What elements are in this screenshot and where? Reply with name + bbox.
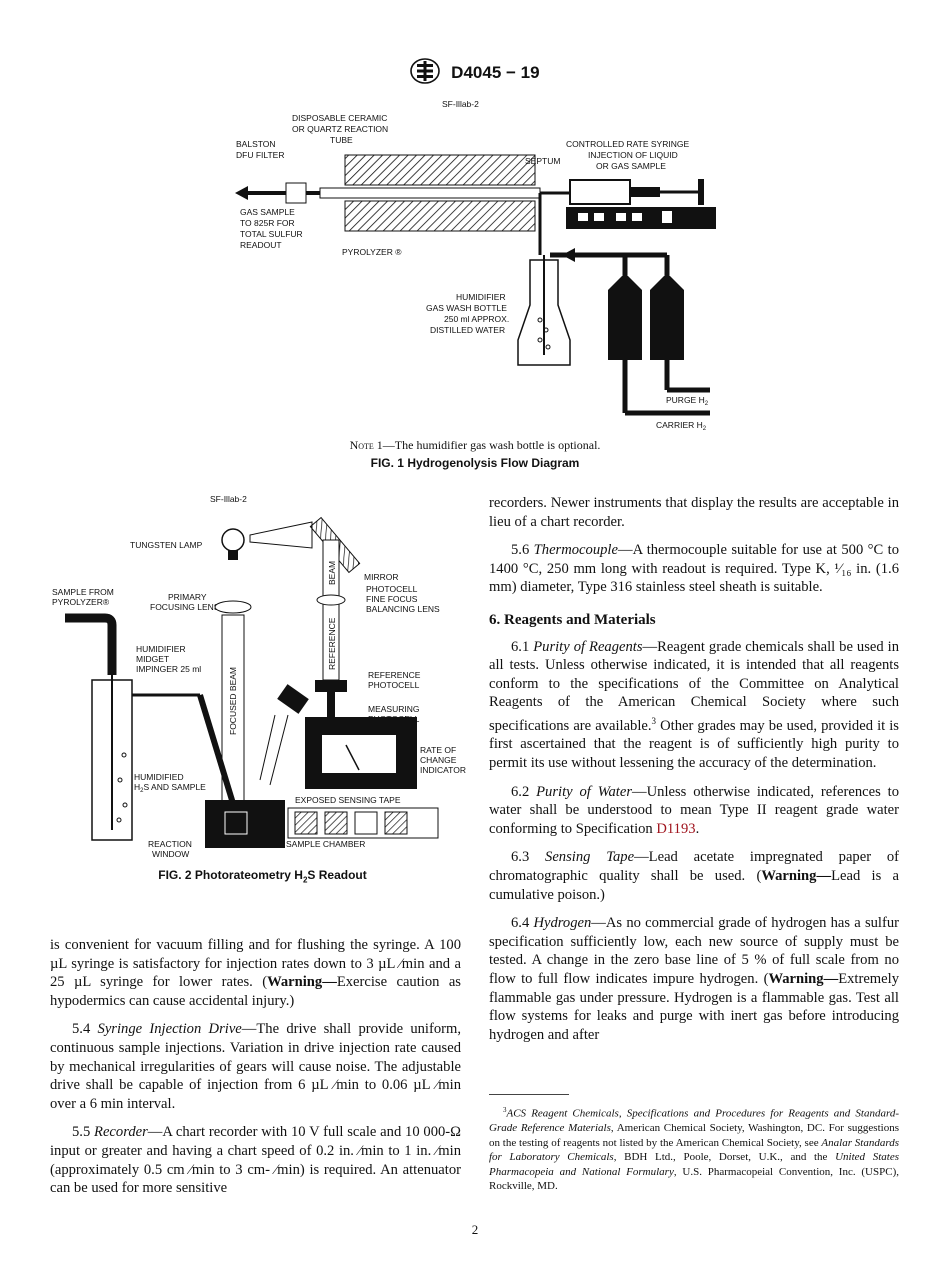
svg-text:OR GAS SAMPLE: OR GAS SAMPLE (596, 161, 666, 171)
footnote-rule (489, 1094, 569, 1095)
svg-text:INJECTION OF LIQUID: INJECTION OF LIQUID (588, 150, 678, 160)
svg-text:WINDOW: WINDOW (152, 849, 189, 859)
svg-text:TUNGSTEN LAMP: TUNGSTEN LAMP (130, 540, 203, 550)
paragraph-5-3-cont: is convenient for vacuum filling and for… (50, 937, 461, 1009)
svg-text:SEPTUM: SEPTUM (525, 156, 560, 166)
figure-2-diagram: SF-Illab-2 TUNGSTEN LAMP MIRROR PHOTOCEL… (52, 494, 466, 859)
tungsten-lamp-icon (221, 528, 245, 560)
svg-text:PHOTOCELL: PHOTOCELL (366, 584, 418, 594)
gas-wash-bottle (517, 255, 571, 366)
svg-text:REFERENCE: REFERENCE (368, 670, 421, 680)
svg-text:OR QUARTZ REACTION: OR QUARTZ REACTION (292, 124, 388, 134)
svg-text:HUMIDIFIED: HUMIDIFIED (134, 772, 184, 782)
svg-text:HUMIDIFIER: HUMIDIFIER (456, 292, 506, 302)
figure-1-caption: FIG. 1 Hydrogenolysis Flow Diagram (370, 456, 580, 470)
svg-text:SF-Illab-2: SF-Illab-2 (210, 494, 247, 504)
pyrolyzer-furnace (344, 154, 536, 232)
svg-text:GAS WASH BOTTLE: GAS WASH BOTTLE (426, 303, 507, 313)
svg-text:RATE OF: RATE OF (420, 745, 456, 755)
fig1-id-label: SF-Illab-2 (442, 99, 479, 109)
svg-text:REFERENCE: REFERENCE (327, 617, 337, 670)
figure-1-diagram: SF-Illab-2 DISPOSABLE CERAMIC OR QUARTZ … (235, 99, 716, 432)
svg-text:CONTROLLED RATE SYRINGE: CONTROLLED RATE SYRINGE (566, 139, 689, 149)
paragraph-6-3: 6.3 Sensing Tape—Lead acetate impregnate… (489, 849, 899, 903)
svg-text:FINE FOCUS: FINE FOCUS (366, 594, 418, 604)
svg-text:BALSTON: BALSTON (236, 139, 276, 149)
svg-text:PYROLYZER®: PYROLYZER® (52, 597, 110, 607)
svg-text:EXPOSED SENSING TAPE: EXPOSED SENSING TAPE (295, 795, 401, 805)
figure-2-caption: FIG. 2 Photorateometry H2S Readout (158, 868, 367, 885)
left-column: is convenient for vacuum filling and for… (50, 936, 461, 1208)
svg-text:PYROLYZER ®: PYROLYZER ® (342, 247, 402, 257)
svg-text:PRIMARY: PRIMARY (168, 592, 207, 602)
rate-of-change-indicator (305, 717, 417, 789)
paragraph-5-5: 5.5 Recorder—A chart recorder with 10 V … (50, 1124, 462, 1197)
svg-text:DISTILLED WATER: DISTILLED WATER (430, 325, 505, 335)
svg-text:DFU FILTER: DFU FILTER (236, 150, 284, 160)
svg-text:TOTAL SULFUR: TOTAL SULFUR (240, 229, 303, 239)
svg-text:CARRIER H2: CARRIER H2 (656, 420, 707, 432)
d1193-link[interactable]: D1193 (656, 820, 696, 837)
document-code: D4045 − 19 (451, 62, 540, 82)
svg-text:H2S AND SAMPLE: H2S AND SAMPLE (134, 782, 206, 794)
page-header: D4045 − 19 (0, 58, 950, 89)
svg-text:MEASURING: MEASURING (368, 704, 419, 714)
page-number: 2 (471, 1222, 479, 1237)
section-6-heading: 6. Reagents and Materials (489, 611, 656, 628)
svg-text:PHOTOCELL: PHOTOCELL (368, 680, 420, 690)
svg-text:250 ml APPROX.: 250 ml APPROX. (444, 314, 509, 324)
gas-purifiers (608, 252, 710, 416)
figure-1-note: Note 1—The humidifier gas wash bottle is… (349, 438, 601, 452)
svg-text:TO 825R FOR: TO 825R FOR (240, 218, 295, 228)
astm-logo-icon (410, 58, 441, 89)
svg-text:TUBE: TUBE (330, 135, 353, 145)
svg-text:BEAM: BEAM (327, 561, 337, 585)
paragraph-5-4: 5.4 Syringe Injection Drive—The drive sh… (50, 1021, 461, 1112)
svg-text:PURGE H2: PURGE H2 (666, 395, 709, 407)
sensing-tape (287, 807, 439, 839)
svg-text:FOCUSING LENS: FOCUSING LENS (150, 602, 220, 612)
svg-text:SAMPLE FROM: SAMPLE FROM (52, 587, 114, 597)
paragraph-6-4: 6.4 Hydrogen—As no commercial grade of h… (489, 915, 900, 1043)
svg-text:MIRROR: MIRROR (364, 572, 398, 582)
svg-text:CHANGE: CHANGE (420, 755, 457, 765)
midget-impinger (91, 670, 238, 841)
svg-text:MIDGET: MIDGET (136, 654, 169, 664)
syringe-pump (566, 179, 716, 229)
svg-text:INDICATOR: INDICATOR (420, 765, 466, 775)
sample-chamber (205, 800, 285, 848)
footnote: 3ACS Reagent Chemicals, Specifications a… (489, 1094, 899, 1194)
paragraph-5-6: 5.6 Thermocouple—A thermocouple suitable… (489, 542, 899, 596)
svg-text:GAS SAMPLE: GAS SAMPLE (240, 207, 295, 217)
svg-text:BALANCING LENS: BALANCING LENS (366, 604, 440, 614)
right-column: recorders. Newer instruments that displa… (489, 494, 899, 1054)
svg-text:DISPOSABLE CERAMIC: DISPOSABLE CERAMIC (292, 113, 387, 123)
svg-text:SAMPLE CHAMBER: SAMPLE CHAMBER (286, 839, 365, 849)
paragraph-5-5-cont: recorders. Newer instruments that displa… (489, 495, 899, 530)
svg-text:REACTION: REACTION (148, 839, 192, 849)
svg-text:READOUT: READOUT (240, 240, 282, 250)
svg-text:IMPINGER 25 ml: IMPINGER 25 ml (136, 664, 201, 674)
svg-text:HUMIDIFIER: HUMIDIFIER (136, 644, 186, 654)
svg-text:FOCUSED BEAM: FOCUSED BEAM (228, 667, 238, 735)
paragraph-6-2: 6.2 Purity of Water—Unless otherwise ind… (489, 783, 900, 837)
paragraph-6-1: 6.1 Purity of Reagents—Reagent grade che… (489, 638, 900, 771)
